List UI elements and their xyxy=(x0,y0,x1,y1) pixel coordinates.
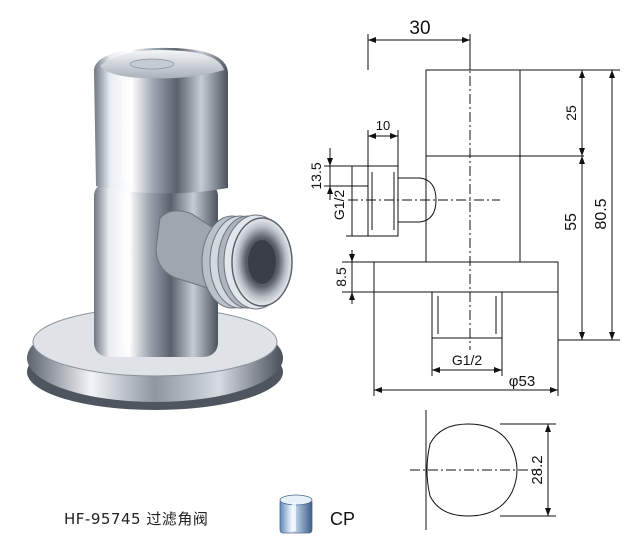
body-highlight xyxy=(122,196,132,346)
flange-outline xyxy=(373,261,559,293)
model-number: HF-95745 xyxy=(64,510,142,528)
dim-label-handle-depth: 28.2 xyxy=(529,455,546,484)
product-caption: HF-95745 过滤角阀 xyxy=(64,508,208,529)
handle-top-view xyxy=(410,410,556,530)
handle-badge xyxy=(129,58,175,70)
finish-code: CP xyxy=(330,509,356,529)
handle-highlight xyxy=(122,80,132,180)
handle-profile xyxy=(426,423,518,517)
dim-label-overall-height: 80.5 xyxy=(593,198,610,229)
stem-outline xyxy=(431,291,503,339)
dim-label-inlet-length: 10 xyxy=(376,118,390,133)
dim-label-top-width: 30 xyxy=(409,18,430,39)
dim-label-flange-thickness: 8.5 xyxy=(333,267,349,287)
dim-label-inlet-height: 13.5 xyxy=(308,162,324,189)
arrowheads xyxy=(327,37,615,393)
dim-label-inlet-thread: G1/2 xyxy=(331,190,347,221)
side-view-drawing xyxy=(324,34,620,396)
dim-label-bottom-thread: G1/2 xyxy=(452,352,483,368)
handle-arrowheads xyxy=(545,424,551,516)
dim-label-body-height: 55 xyxy=(563,213,580,231)
inlet-port-outline xyxy=(367,165,399,237)
dim-label-flange-diameter: φ53 xyxy=(509,373,535,390)
dim-label-cap-height: 25 xyxy=(563,105,579,121)
cap-outline xyxy=(425,69,521,157)
finish-swatch-icon xyxy=(279,494,313,534)
outlet-threads xyxy=(201,214,293,310)
product-name: 过滤角阀 xyxy=(146,510,209,528)
valve-photo xyxy=(27,47,293,410)
inlet-neck xyxy=(398,177,437,223)
